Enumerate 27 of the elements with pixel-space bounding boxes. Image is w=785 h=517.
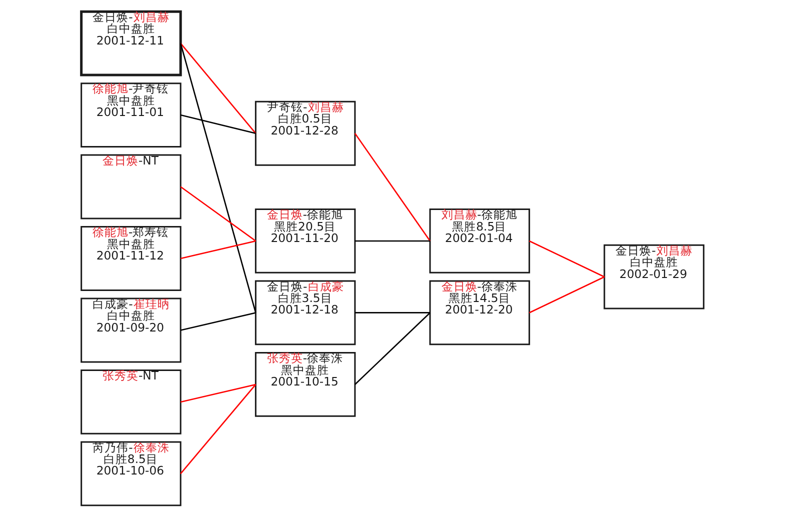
node-box: 张秀英-徐奉洙 黑中盘胜 2001-10-15 [254,352,356,417]
node-box: 金日焕-刘昌赫 白中盘胜 2002-01-29 [604,244,704,310]
connector [180,384,256,403]
connector [180,384,256,474]
node-box: 白成豪-崔珪昞 白中盘胜 2001-09-20 [80,298,182,363]
node-box: 尹奇铉-刘昌赫 白胜0.5目 2001-12-28 [254,100,356,166]
connector [354,312,430,385]
node-box: 芮乃伟-徐奉洙 白胜8.5目 2001-10-06 [80,441,182,506]
connector [529,276,605,314]
node-box: 金日焕-白成豪 白胜3.5目 2001-12-18 [254,280,356,346]
connector [180,43,256,313]
connector [180,240,256,260]
connector [529,240,605,278]
connector [354,312,430,314]
node-box: 刘昌赫-徐能旭 黑胜8.5目 2002-01-04 [429,208,530,274]
node-box: 金日焕-NT [80,154,182,220]
node-box: 金日焕-徐奉洙 黑胜14.5目 2001-12-20 [429,280,530,346]
connector [180,114,256,134]
node-box: 金日焕-徐能旭 黑胜20.5目 2001-11-20 [254,208,356,274]
connector [180,186,256,242]
node-box: 徐能旭-郑寿铉 黑中盘胜 2001-11-12 [80,226,182,291]
node-box: 张秀英-NT [80,370,182,434]
connector [180,42,256,134]
connector [354,240,430,242]
connector [354,132,431,242]
node-box: 金日焕-刘昌赫 白中盘胜 2001-12-11 [80,10,182,76]
connector [180,312,256,331]
